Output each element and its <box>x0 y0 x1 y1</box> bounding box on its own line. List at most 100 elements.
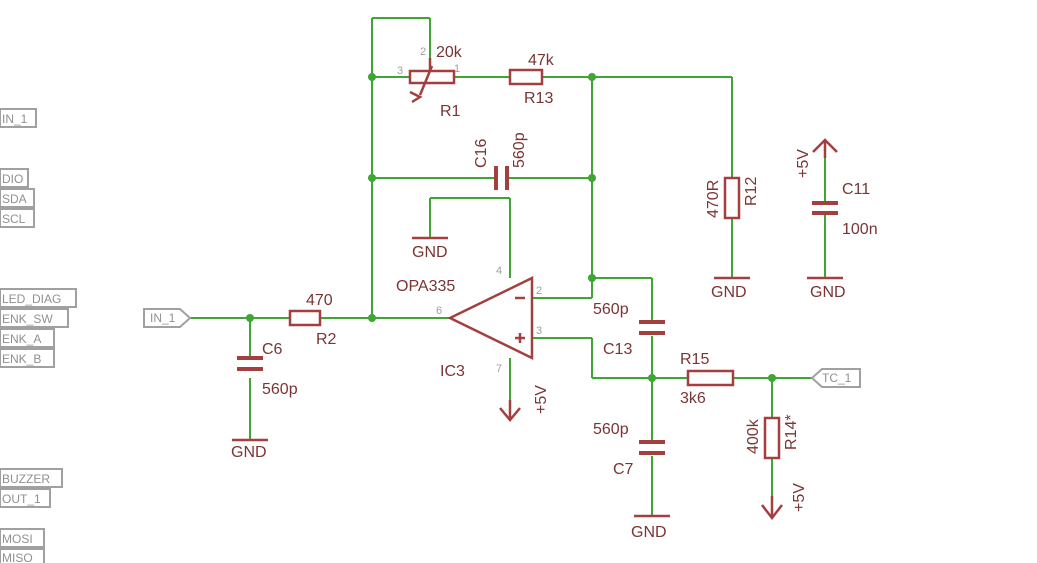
svg-text:GND: GND <box>631 524 667 541</box>
c7-value: 560p <box>593 421 629 438</box>
svg-text:GND: GND <box>412 244 448 261</box>
junction-dot <box>588 274 596 282</box>
net-label-in-1[interactable]: IN_1 <box>0 108 37 128</box>
ic3-pin-3: 3 <box>536 325 542 337</box>
vcc-symbol: +5V <box>761 483 808 521</box>
c6-capacitor[interactable]: C6 560p <box>237 341 298 398</box>
svg-text:MISO: MISO <box>2 551 33 563</box>
r1-value: 20k <box>436 44 463 61</box>
ic3-pin-7: 7 <box>496 363 502 375</box>
svg-text:DIO: DIO <box>2 172 23 186</box>
svg-text:GND: GND <box>231 444 267 461</box>
r14-value: 400k <box>745 418 762 454</box>
c13-name: C13 <box>603 341 632 358</box>
svg-text:TC_1: TC_1 <box>822 371 852 385</box>
r15-value: 3k6 <box>680 390 706 407</box>
svg-text:GND: GND <box>810 284 846 301</box>
svg-text:LED_DIAG: LED_DIAG <box>2 292 61 306</box>
svg-text:SCL: SCL <box>2 212 26 226</box>
ic3-opamp[interactable]: 4 2 3 6 7 OPA335 IC3 <box>396 265 542 380</box>
vcc-symbol: +5V <box>499 385 550 422</box>
svg-text:MOSI: MOSI <box>2 532 33 546</box>
r13-resistor[interactable]: 47k R13 <box>508 52 555 107</box>
r1-name: R1 <box>440 103 461 120</box>
gnd-symbol: GND <box>807 276 846 301</box>
net-label-enk-b[interactable]: ENK_B <box>0 348 55 368</box>
r1-potentiometer[interactable]: 2 3 1 20k R1 <box>397 44 463 120</box>
svg-text:IN_1: IN_1 <box>2 112 28 126</box>
ic3-name: IC3 <box>440 363 465 380</box>
c7-name: C7 <box>613 461 634 478</box>
net-label-enk-a[interactable]: ENK_A <box>0 328 55 348</box>
ic3-pin-6: 6 <box>436 305 442 317</box>
r12-resistor[interactable]: 470R R12 <box>705 177 760 220</box>
svg-text:GND: GND <box>711 284 747 301</box>
junction-dot <box>648 374 656 382</box>
net-label-scl[interactable]: SCL <box>0 208 35 228</box>
net-label-led-diag[interactable]: LED_DIAG <box>0 288 77 308</box>
gnd-symbol: GND <box>231 438 268 461</box>
net-label-out-1[interactable]: OUT_1 <box>0 488 51 508</box>
r14-name: R14* <box>783 414 800 450</box>
svg-text:ENK_A: ENK_A <box>2 332 41 346</box>
junction-dot <box>368 174 376 182</box>
net-label-enk-sw[interactable]: ENK_SW <box>0 308 69 328</box>
c16-capacitor[interactable]: C16 560p <box>473 132 528 190</box>
net-label-mosi[interactable]: MOSI <box>0 528 45 548</box>
left-net-labels: IN_1 DIO SDA SCL LED_DIAG ENK_SW ENK_A <box>0 108 77 563</box>
c16-name: C16 <box>473 139 490 168</box>
net-label-buzzer[interactable]: BUZZER <box>0 468 63 488</box>
r2-value: 470 <box>306 292 333 309</box>
in-1-net-label[interactable]: IN_1 <box>143 308 192 328</box>
ic3-value: OPA335 <box>396 278 455 295</box>
c11-name: C11 <box>842 181 870 198</box>
c16-value: 560p <box>511 132 528 168</box>
vcc-symbol: +5V <box>795 138 838 178</box>
gnd-symbol: GND <box>631 514 670 541</box>
net-label-miso[interactable]: MISO <box>0 548 45 563</box>
net-label-sda[interactable]: SDA <box>0 188 35 208</box>
junctions <box>246 73 776 382</box>
wires <box>190 17 826 516</box>
svg-text:+5V: +5V <box>795 149 812 178</box>
svg-text:SDA: SDA <box>2 192 27 206</box>
c7-capacitor[interactable]: 560p C7 <box>593 421 665 478</box>
junction-dot <box>588 174 596 182</box>
ic3-pin-4: 4 <box>496 265 502 277</box>
r12-name: R12 <box>743 177 760 206</box>
c11-capacitor[interactable]: C11 100n <box>812 181 878 238</box>
r15-name: R15 <box>680 351 709 368</box>
c11-value: 100n <box>842 221 878 238</box>
r2-name: R2 <box>316 331 337 348</box>
junction-dot <box>368 314 376 322</box>
r1-pin-2: 2 <box>420 46 426 58</box>
c6-value: 560p <box>262 381 298 398</box>
gnd-symbol: GND <box>711 276 750 301</box>
svg-text:IN_1: IN_1 <box>150 311 176 325</box>
r12-value: 470R <box>705 180 722 218</box>
r2-resistor[interactable]: 470 R2 <box>288 292 337 348</box>
r13-value: 47k <box>528 52 555 69</box>
svg-text:ENK_B: ENK_B <box>2 352 41 366</box>
r15-resistor[interactable]: R15 3k6 <box>680 351 735 407</box>
gnd-symbol: GND <box>412 236 448 261</box>
c13-value: 560p <box>593 301 629 318</box>
r1-pin-1: 1 <box>454 63 460 75</box>
svg-text:+5V: +5V <box>791 483 808 512</box>
svg-text:+5V: +5V <box>533 385 550 414</box>
svg-text:BUZZER: BUZZER <box>2 472 50 486</box>
junction-dot <box>246 314 254 322</box>
r13-name: R13 <box>524 90 553 107</box>
junction-dot <box>368 73 376 81</box>
c13-capacitor[interactable]: 560p C13 <box>593 301 665 358</box>
c6-name: C6 <box>262 341 283 358</box>
r1-pin-3: 3 <box>397 65 403 77</box>
ic3-pin-2: 2 <box>536 285 542 297</box>
junction-dot <box>768 374 776 382</box>
svg-text:OUT_1: OUT_1 <box>2 492 41 506</box>
tc-1-net-label[interactable]: TC_1 <box>810 368 861 388</box>
net-label-dio[interactable]: DIO <box>0 168 29 188</box>
svg-text:ENK_SW: ENK_SW <box>2 312 53 326</box>
r14-resistor[interactable]: 400k R14* <box>745 414 800 460</box>
